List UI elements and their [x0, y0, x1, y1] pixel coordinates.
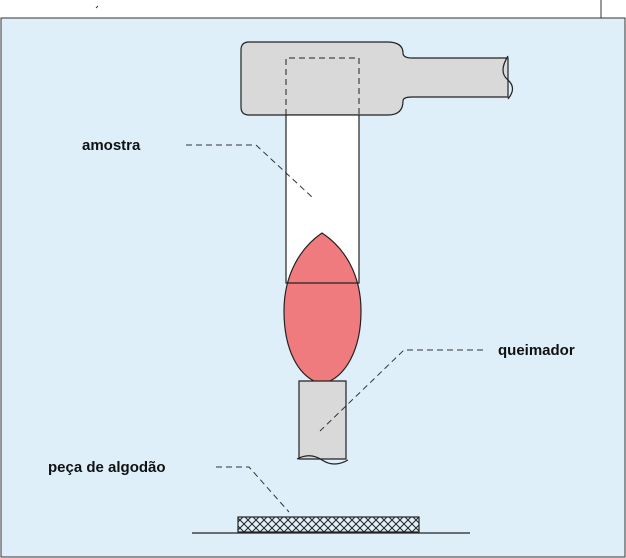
burner-cut-end: [296, 455, 349, 465]
sample-leader-line: [186, 144, 314, 199]
cotton-leader-line: [216, 466, 290, 513]
holder-cut-end: [502, 55, 514, 100]
sample-holder: [240, 41, 509, 116]
sample-hidden-edge: [285, 57, 360, 115]
burner-tube: [298, 380, 347, 460]
sample-label: amostra: [82, 137, 141, 154]
top-left-tick: [95, 5, 99, 9]
cotton-label: peça de algodão: [48, 459, 166, 476]
cotton-piece: [237, 516, 420, 533]
burner-label: queimador: [498, 342, 575, 359]
